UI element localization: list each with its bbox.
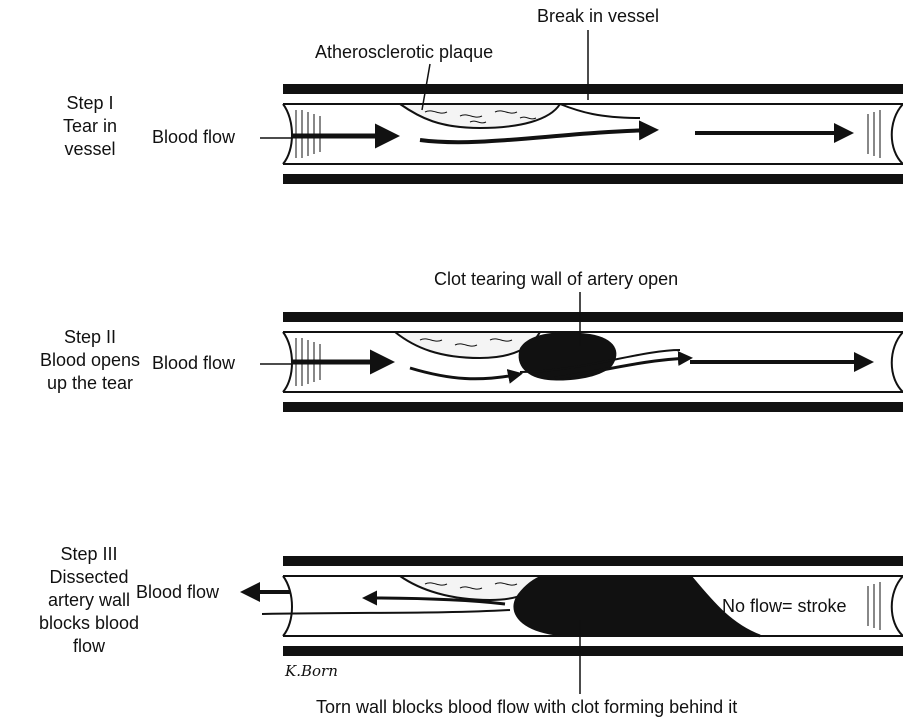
vessel-step-1 [283, 84, 903, 184]
vessel-texture-right [868, 582, 880, 630]
step-1-label: Step I Tear in vessel [40, 92, 140, 161]
step-2-label: Step II Blood opens up the tear [30, 326, 150, 395]
atherosclerotic-plaque-shape [400, 104, 560, 128]
vessel-outer-wall-bottom [283, 646, 903, 656]
step-3-line-2: Dissected [24, 566, 154, 589]
vessel-right-cut [892, 576, 903, 636]
callout-no-flow-stroke: No flow= stroke [722, 595, 847, 618]
blood-flow-arrow [262, 610, 510, 614]
blood-flow-label-2: Blood flow [152, 352, 235, 375]
vessel-right-cut [892, 104, 903, 164]
blood-flow-arrow [410, 368, 520, 379]
step-1-line-3: vessel [40, 138, 140, 161]
step-1-line-2: Tear in [40, 115, 140, 138]
vessel-right-cut [892, 332, 903, 392]
step-3-label: Step III Dissected artery wall blocks bl… [24, 543, 154, 658]
vessel-outer-wall-top [283, 556, 903, 566]
callout-torn-wall-blocks: Torn wall blocks blood flow with clot fo… [316, 696, 737, 719]
step-2-line-2: Blood opens [30, 349, 150, 372]
callout-clot-tearing-wall: Clot tearing wall of artery open [434, 268, 678, 291]
step-2-line-1: Step II [30, 326, 150, 349]
step-1-line-1: Step I [40, 92, 140, 115]
step-3-line-1: Step III [24, 543, 154, 566]
vessel-outer-wall-top [283, 84, 903, 94]
tear-flap [560, 104, 640, 118]
vessel-left-cut [283, 104, 292, 164]
vessel-outer-wall-bottom [283, 174, 903, 184]
step-2-line-3: up the tear [30, 372, 150, 395]
vessel-left-cut [283, 332, 292, 392]
callout-break-in-vessel: Break in vessel [537, 5, 659, 28]
blood-flow-arrow [420, 130, 655, 142]
blood-clot [519, 332, 617, 380]
vessel-left-cut [283, 576, 292, 636]
step-3-line-5: flow [24, 635, 154, 658]
vessel-step-2 [283, 312, 903, 412]
blood-flow-label-3: Blood flow [136, 581, 219, 604]
vessel-outer-wall-top [283, 312, 903, 322]
vessel-texture-right [868, 110, 880, 158]
vessel-outer-wall-bottom [283, 402, 903, 412]
artist-signature: K.Born [285, 662, 338, 680]
callout-atherosclerotic-plaque: Atherosclerotic plaque [315, 41, 493, 64]
step-3-line-3: artery wall [24, 589, 154, 612]
step-3-line-4: blocks blood [24, 612, 154, 635]
blood-flow-label-1: Blood flow [152, 126, 235, 149]
